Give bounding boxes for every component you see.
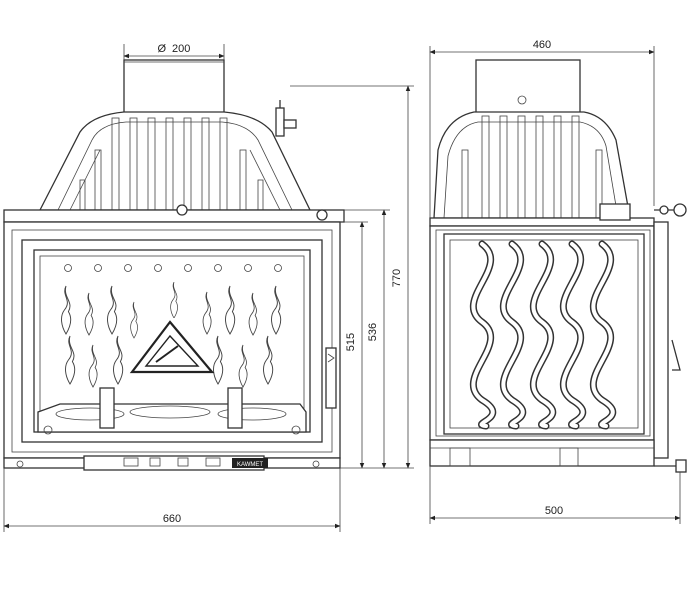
dim-flue-symbol: Ø <box>157 43 166 55</box>
front-dimensions: Ø 200 660 770 536 515 <box>3 43 414 532</box>
top-ledge <box>3 209 345 223</box>
dim-height-door: 515 <box>345 333 357 351</box>
damper-lever <box>275 100 297 137</box>
side-panel <box>429 225 655 441</box>
side-wave-fins <box>470 240 617 430</box>
dim-flue-value: 200 <box>172 43 190 55</box>
dim-front-width: 660 <box>163 513 181 525</box>
dim-height-mid: 536 <box>367 323 379 341</box>
log-grate <box>37 387 307 435</box>
side-hood <box>433 111 631 219</box>
dim-side-top-width: 460 <box>533 39 551 51</box>
side-view <box>429 59 687 473</box>
side-dimensions: 460 500 <box>429 39 681 524</box>
brand-plate-text: KAWMET <box>237 462 263 468</box>
door-handle <box>325 347 337 409</box>
door-frame-inner <box>11 229 333 453</box>
side-top-handle <box>654 203 687 217</box>
side-base <box>429 439 655 467</box>
front-view: KAWMET <box>3 59 345 471</box>
brand-logo-triangle <box>129 320 215 374</box>
dim-side-depth: 500 <box>545 505 563 517</box>
glass-rivets <box>64 264 282 272</box>
dim-total-height: 770 <box>391 269 403 287</box>
side-flue-collar <box>475 59 581 117</box>
flue-collar <box>123 59 225 119</box>
front-hood <box>38 111 312 211</box>
brand-plate <box>232 458 268 468</box>
